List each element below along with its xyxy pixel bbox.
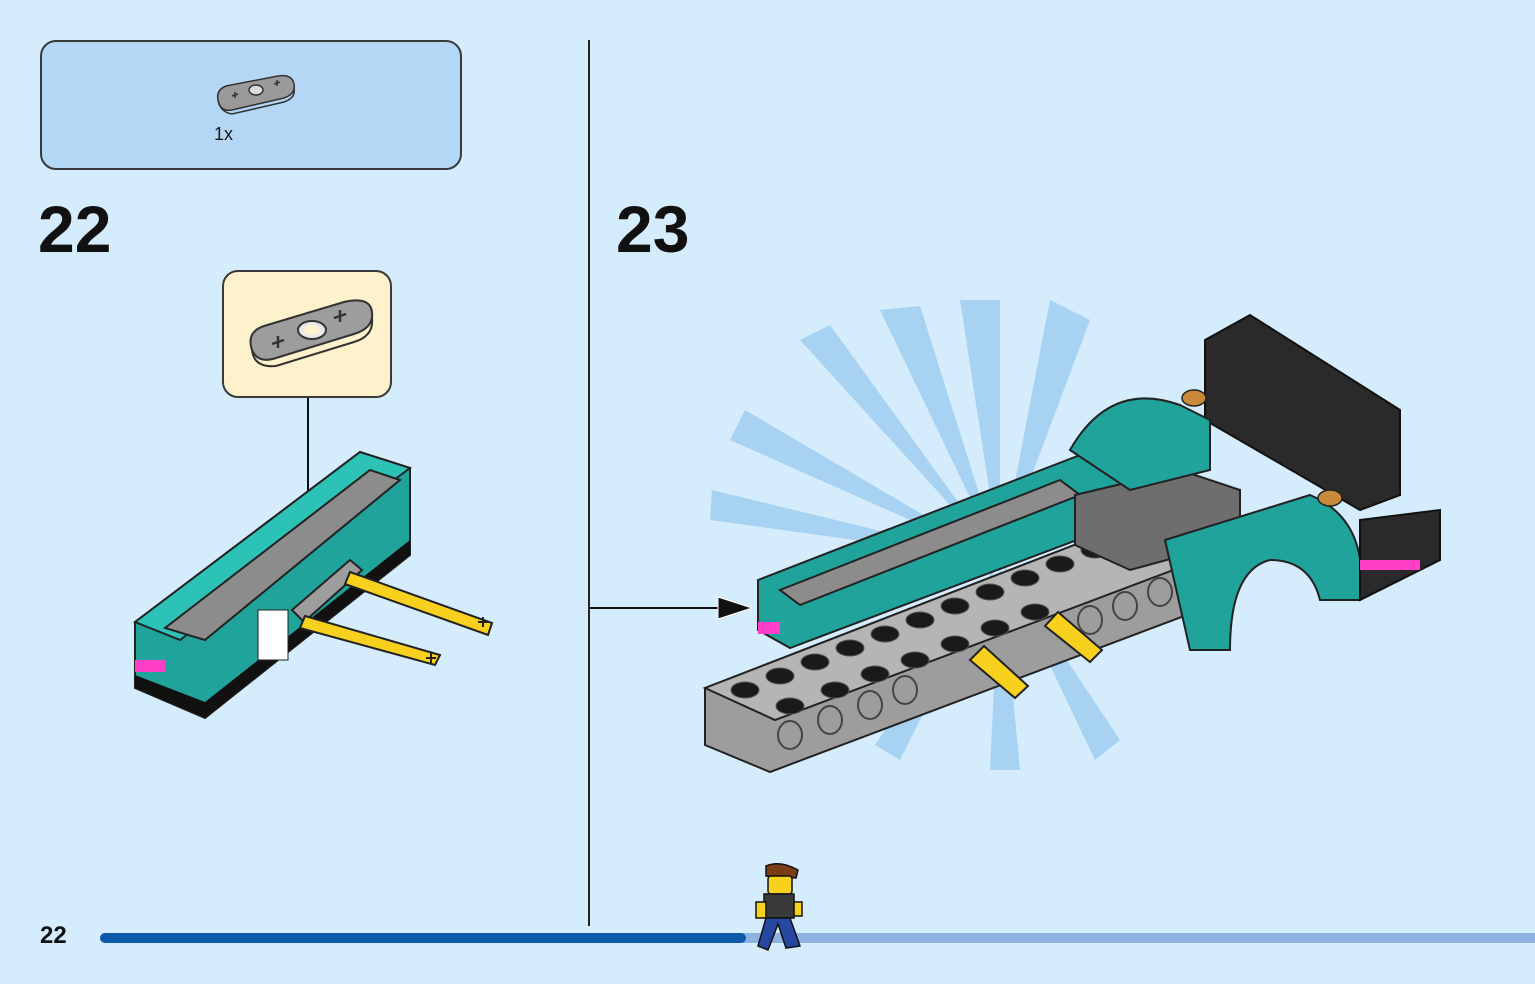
minifigure-walker-icon <box>755 863 803 951</box>
step-number-23: 23 <box>616 192 690 266</box>
step-22-model <box>132 450 494 720</box>
part-callout <box>222 270 392 398</box>
progress-bar <box>100 933 1535 943</box>
page-number: 22 <box>40 922 67 949</box>
parts-list-box: 1x <box>40 40 462 170</box>
gray-technic-plate-icon <box>216 74 296 115</box>
step-23-model <box>702 313 1441 774</box>
arrow-right-icon <box>590 596 754 620</box>
part-quantity: 1x <box>214 124 234 144</box>
step-number-22: 22 <box>38 192 112 266</box>
gray-technic-plate-icon <box>249 299 374 368</box>
step-divider <box>588 40 590 926</box>
progress-bar-fill <box>100 933 746 943</box>
